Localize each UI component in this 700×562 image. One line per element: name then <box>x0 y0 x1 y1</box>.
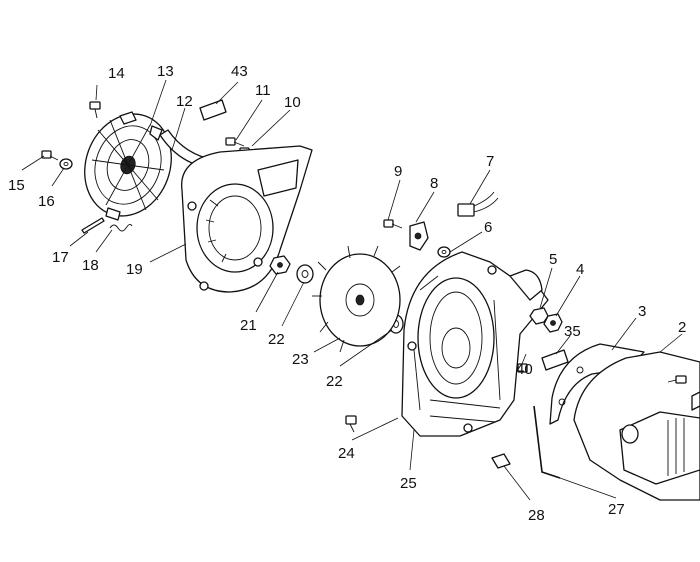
callout-27: 27 <box>608 501 625 518</box>
label-part-43 <box>199 99 227 121</box>
bolt-part-24 <box>345 415 357 433</box>
callout-25: 25 <box>400 475 417 492</box>
cover-part-2 <box>573 351 700 501</box>
nut-part-4 <box>543 313 563 333</box>
connector-part-7 <box>457 191 499 217</box>
leader-lines <box>21 79 683 501</box>
callout-17: 17 <box>52 249 69 266</box>
screw-part-9 <box>383 219 403 229</box>
callout-6: 6 <box>484 219 492 236</box>
callout-12: 12 <box>176 93 193 110</box>
callout-15: 15 <box>8 177 25 194</box>
callout-numbers: 14 13 12 43 11 10 15 16 17 18 19 21 22 2… <box>8 63 686 524</box>
callout-2: 2 <box>678 319 686 336</box>
impeller-part-23 <box>312 245 401 353</box>
callout-24: 24 <box>338 445 355 462</box>
washer-part-6 <box>437 246 451 258</box>
starter-cover-part-13 <box>84 111 172 221</box>
callout-13: 13 <box>157 63 174 80</box>
screw-part-15 <box>41 150 59 161</box>
switch-part-8 <box>409 221 429 251</box>
callout-11: 11 <box>255 82 271 99</box>
callout-19: 19 <box>126 261 143 278</box>
callout-7: 7 <box>486 153 494 170</box>
nut-part-21 <box>269 255 291 275</box>
screw-part-11 <box>225 137 245 147</box>
callout-16: 16 <box>38 193 55 210</box>
callout-22-bottom: 22 <box>326 373 343 390</box>
callout-10: 10 <box>284 94 301 111</box>
block-part-28 <box>491 453 511 469</box>
block-part-40 <box>517 363 528 373</box>
callout-4: 4 <box>576 261 584 278</box>
callout-43: 43 <box>231 63 248 80</box>
callout-14: 14 <box>108 65 125 82</box>
bolt-part-14 <box>89 101 101 119</box>
callout-18: 18 <box>82 257 99 274</box>
callout-22-top: 22 <box>268 331 285 348</box>
callout-40: 40 <box>516 361 533 378</box>
washer-part-22-top <box>296 264 314 284</box>
callout-3: 3 <box>638 303 646 320</box>
callout-23: 23 <box>292 351 309 368</box>
housing-part-25 <box>401 251 549 437</box>
nut-part-5 <box>529 307 549 325</box>
pin-part-17 <box>81 217 105 234</box>
callout-9: 9 <box>394 163 402 180</box>
callout-5: 5 <box>549 251 557 268</box>
callout-35: 35 <box>564 323 581 340</box>
label-part-35 <box>541 349 569 371</box>
fan-housing-part-19 <box>181 145 313 293</box>
callout-21: 21 <box>240 317 257 334</box>
spring-part-18 <box>109 223 133 232</box>
callout-8: 8 <box>430 175 438 192</box>
rod-part-27 <box>533 405 561 479</box>
callout-28: 28 <box>528 507 545 524</box>
washer-part-16 <box>59 158 73 170</box>
